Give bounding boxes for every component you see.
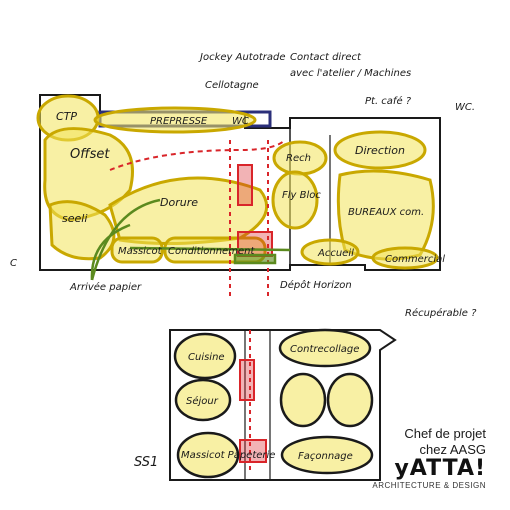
lower-zones — [173, 328, 374, 479]
note-top-4: avec l'atelier / Machines — [290, 68, 411, 79]
note-left-edge: C — [10, 258, 17, 269]
label-cuisine: Cuisine — [188, 352, 225, 363]
zone-commercial — [371, 246, 439, 270]
label-presse: PREPRESSE — [150, 116, 208, 127]
label-faconnage: Façonnage — [298, 451, 353, 462]
label-rech: Rech — [286, 153, 311, 164]
label-seeli: seeli — [62, 212, 87, 225]
label-bureaux: BUREAUX com. — [348, 207, 424, 218]
label-massicot: Massicot — [118, 246, 163, 257]
label-accueil: Accueil — [317, 248, 354, 259]
zone-cuisine — [173, 332, 237, 380]
label-offset: Offset — [70, 147, 110, 162]
zone-sejour — [174, 378, 232, 422]
red-flow-upper — [109, 139, 286, 300]
lower-floor-walls — [169, 329, 397, 481]
brand-tagline: ARCHITECTURE & DESIGN — [372, 481, 486, 490]
note-pt-cafe: Pt. café ? — [365, 95, 412, 107]
note-arrivee: Arrivée papier — [69, 281, 142, 293]
label-direction: Direction — [355, 144, 405, 157]
zone-form-b — [326, 372, 374, 428]
label-fly: Fly Bloc — [282, 190, 321, 201]
zone-accueil — [300, 238, 360, 266]
label-contrecollage: Contrecollage — [290, 344, 359, 355]
zone-presse — [93, 106, 257, 134]
note-top-1: Jockey Autotrade — [198, 52, 285, 63]
zone-direction — [333, 130, 427, 170]
caption-role: Chef de projet — [404, 426, 486, 441]
label-sejour: Séjour — [186, 395, 219, 407]
brand-logo: yATTA! — [394, 456, 486, 481]
label-cap: CTP — [56, 110, 77, 123]
label-dorure: Dorure — [160, 196, 198, 209]
caption-company: chez AASG — [419, 442, 486, 457]
top-notes: Jockey Autotrade Cellotagne Contact dire… — [10, 52, 477, 319]
green-flow — [90, 198, 291, 281]
note-recuperable: Récupérable ? — [405, 307, 477, 319]
zone-faconnage — [280, 435, 374, 475]
note-depot: Dépôt Horizon — [280, 279, 352, 291]
zone-form-a — [279, 372, 327, 428]
zone-fly — [271, 170, 319, 230]
note-wc-top: WC. — [455, 102, 475, 113]
label-wc: WC — [232, 116, 249, 127]
note-top-2: Cellotagne — [205, 80, 259, 91]
label-commercial: Commercial — [385, 254, 445, 265]
label-conditionnement: Conditionnement — [168, 246, 255, 257]
lower-red-flow — [239, 330, 267, 470]
note-top-3: Contact direct — [290, 52, 362, 63]
label-ss1: SS1 — [134, 455, 158, 470]
zone-massicot — [110, 236, 164, 264]
zone-contrecollage — [278, 328, 372, 368]
zone-labels: CTP Offset PREPRESSE WC Rech Fly Bloc Di… — [56, 110, 445, 470]
label-massicot2: Massicot Papeterie — [181, 450, 275, 461]
zone-massicot2 — [176, 431, 240, 479]
